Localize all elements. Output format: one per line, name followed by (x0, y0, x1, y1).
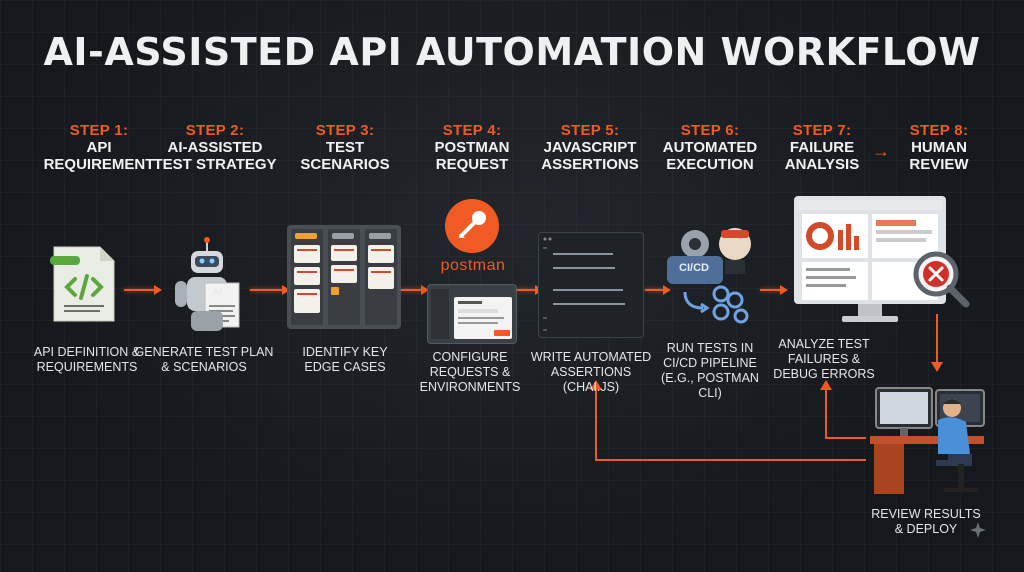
step-3-header: STEP 3: TEST SCENARIOS (283, 122, 407, 173)
sparkle-icon (970, 522, 986, 538)
postman-logo-icon (441, 196, 503, 256)
step-8-header: STEP 8: HUMAN REVIEW (877, 122, 1001, 173)
step-7-header: STEP 7: FAILURE ANALYSIS (760, 122, 884, 173)
step-5-header: STEP 5: JAVASCRIPT ASSERTIONS (528, 122, 652, 173)
monitor-magnifier-icon (790, 196, 976, 328)
flow-arrow-2-3 (250, 285, 290, 295)
step-1-caption: API DEFINITION & REQUIREMENTS (33, 345, 141, 374)
cicd-gear-icon (663, 222, 759, 326)
step-4-header: STEP 4: POSTMAN REQUEST (410, 122, 534, 173)
step-2-header: STEP 2: AI-ASSISTED TEST STRATEGY (153, 122, 277, 173)
feedback-loop-arrow-to-step7 (818, 380, 868, 444)
step-4-name: POSTMAN REQUEST (434, 139, 510, 173)
document-code-icon (50, 243, 118, 325)
step-6-name: AUTOMATED EXECUTION (662, 139, 758, 173)
flow-arrow-4-5 (517, 285, 543, 295)
flow-arrow-3-4 (401, 285, 429, 295)
step-6-header: STEP 6: AUTOMATED EXECUTION (648, 122, 772, 173)
kanban-board-icon (287, 225, 401, 329)
header-arrow-icon: → (872, 141, 890, 161)
step-6-number: STEP 6: (680, 122, 740, 139)
code-editor-icon (538, 232, 644, 338)
flow-arrow-5-6 (645, 285, 671, 295)
step-8-caption: REVIEW RESULTS & DEPLOY (871, 507, 981, 536)
page-title: AI-ASSISTED API AUTOMATION WORKFLOW (43, 30, 981, 74)
step-7-caption: ANALYZE TEST FAILURES & DEBUG ERRORS (773, 337, 875, 381)
step-4-number: STEP 4: (442, 122, 502, 139)
step-1-name: API REQUIREMENT (43, 139, 155, 173)
feedback-loop-arrow-to-step5 (588, 380, 868, 466)
robot-icon (167, 235, 247, 335)
step-3-number: STEP 3: (315, 122, 375, 139)
step-5-caption: WRITE AUTOMATED ASSERTIONS (Chai.js) (530, 350, 652, 394)
step-3-caption: IDENTIFY KEY EDGE CASES (302, 345, 388, 374)
step-5-number: STEP 5: (560, 122, 620, 139)
step-1-number: STEP 1: (69, 122, 129, 139)
developer-desk-icon (866, 384, 988, 500)
step-3-name: TEST SCENARIOS (300, 139, 390, 173)
step-8-number: STEP 8: (909, 122, 969, 139)
cicd-label: CI/CD (679, 262, 709, 274)
step-8-name: HUMAN REVIEW (909, 139, 969, 173)
step-6-caption: RUN TESTS IN CI/CD PIPELINE (e.g., Postm… (661, 341, 759, 400)
postman-request-window (427, 284, 517, 344)
step-4-caption: CONFIGURE REQUESTS & ENVIRONMENTS (419, 350, 521, 394)
step-2-name: AI-ASSISTED TEST STRATEGY (153, 139, 277, 173)
ai-chip-label: AI (212, 287, 222, 298)
postman-wordmark: postman (440, 257, 506, 274)
step-7-name: FAILURE ANALYSIS (784, 139, 860, 173)
flow-arrow-1-2 (124, 285, 162, 295)
step-5-name: JAVASCRIPT ASSERTIONS (541, 139, 639, 173)
flow-arrow-7-8 (929, 314, 945, 372)
flow-arrow-6-7 (760, 285, 788, 295)
step-2-number: STEP 2: (185, 122, 245, 139)
step-7-number: STEP 7: (792, 122, 852, 139)
step-1-header: STEP 1: API REQUIREMENT (37, 122, 161, 173)
step-2-caption: GENERATE TEST PLAN & SCENARIOS (134, 345, 274, 374)
